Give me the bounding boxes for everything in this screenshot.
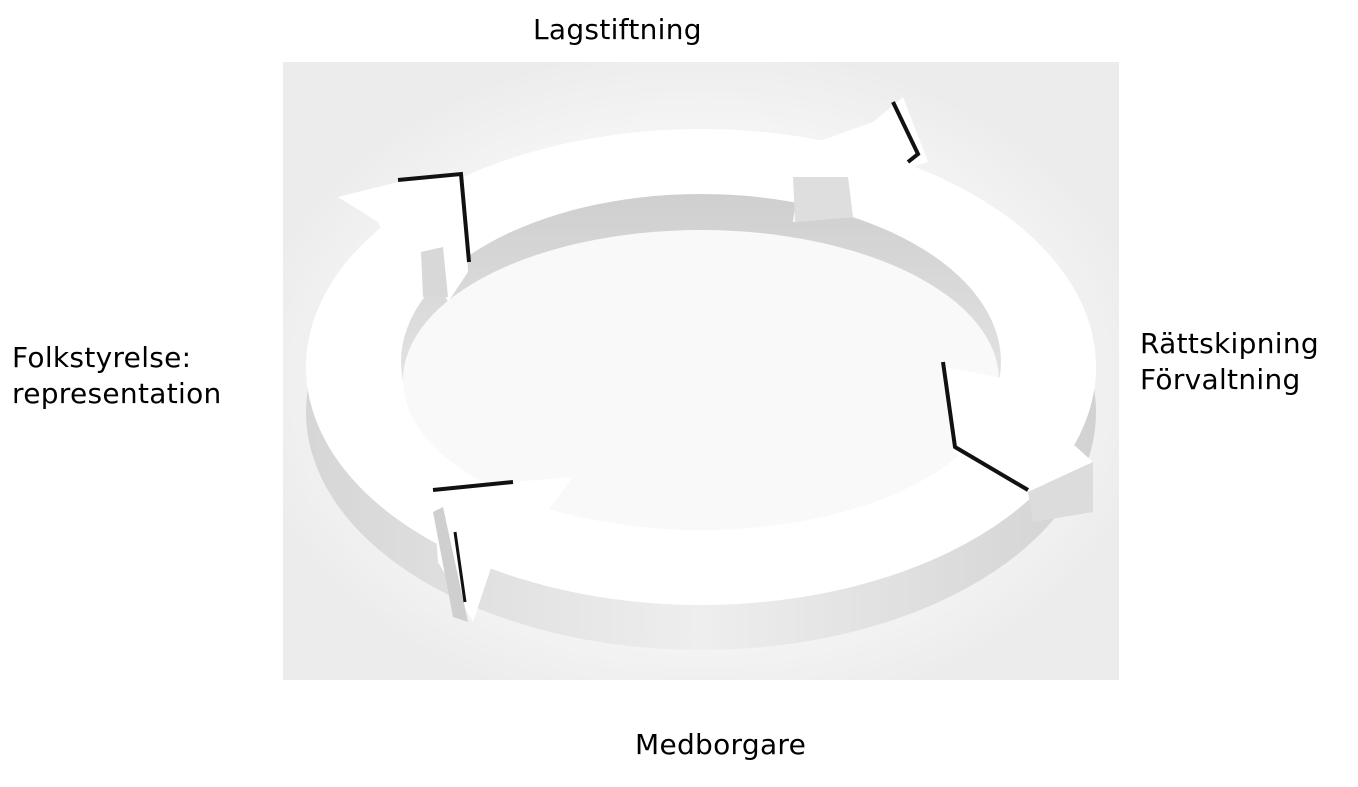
arrow-head-bottom-left [432,477,573,622]
cycle-arrows-diagram [283,62,1119,680]
label-folkstyrelse-line2: representation [12,377,222,410]
label-medborgare: Medborgare [635,727,806,763]
label-rattskipning-line1: Rättskipning [1140,327,1319,360]
ring-inner-floor [403,230,999,530]
label-medborgare-text: Medborgare [635,728,807,761]
arrow-head-top-left [338,171,471,302]
arrow-head-bottom-right [941,361,1093,522]
label-rattskipning: Rättskipning Förvaltning [1140,326,1319,398]
label-lagstiftning-text: Lagstiftning [533,13,702,46]
label-folkstyrelse: Folkstyrelse: representation [12,340,222,412]
label-rattskipning-line2: Förvaltning [1140,363,1301,396]
label-lagstiftning: Lagstiftning [533,12,702,48]
arrow-head-top-right [793,97,928,222]
label-folkstyrelse-line1: Folkstyrelse: [12,341,192,374]
